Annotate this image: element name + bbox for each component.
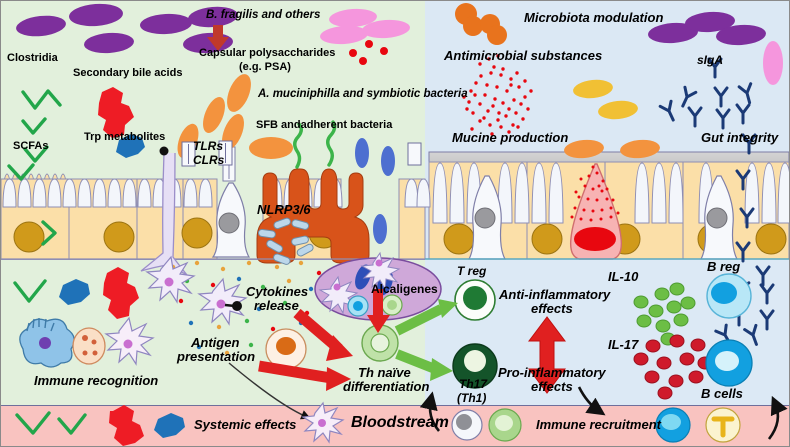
lp-metabolites — [13, 267, 139, 319]
paneth-cell — [569, 163, 623, 260]
scfa-molecules — [7, 89, 62, 246]
label-b-reg: B reg — [707, 259, 741, 274]
black-arrow-recruitment-left — [419, 391, 441, 432]
label-bloodstream: Bloodstream — [351, 414, 449, 431]
sfb-bacteria — [293, 120, 337, 169]
black-arrow-recruitment-right — [767, 395, 788, 440]
label-clostridia: Clostridia — [7, 52, 58, 64]
label-th17-1: Th17 — [459, 377, 488, 391]
th17-cell — [452, 343, 498, 389]
label-il17: IL-17 — [608, 337, 639, 352]
red-arrow-alcaligenes — [367, 289, 390, 333]
label-tlrs: TLRs — [193, 139, 223, 153]
double-headed-arrow-icon — [528, 316, 566, 394]
luminal-bacteria-right — [564, 79, 660, 159]
tlr-receptor-icon — [181, 141, 196, 167]
label-b-fragilis: B. fragilis and others — [206, 9, 321, 21]
bloodstream-contents — [15, 401, 741, 446]
dendritic-cell-lp-1 — [145, 255, 196, 304]
clr-receptor-icon — [218, 140, 233, 166]
microvilli-right — [432, 162, 789, 224]
green-arrow-th17 — [395, 349, 453, 381]
thin-arrow-systemic — [228, 362, 311, 420]
dendritic-cell-lp-3 — [104, 316, 155, 366]
label-anti-inflammatory-1: Anti-inflammatory — [499, 287, 611, 302]
label-th-naive-1: Th naïve — [358, 365, 411, 380]
label-antigen-presentation-2: presentation — [177, 349, 256, 364]
paneth-granule-cloud — [570, 165, 620, 222]
label-scfas: SCFAs — [13, 140, 49, 152]
granulocyte-cell — [72, 327, 106, 365]
psa-molecules — [349, 40, 388, 65]
trp-metabolite-molecules — [116, 134, 145, 158]
label-clrs: CLRs — [193, 153, 225, 167]
clostridia-bacteria — [16, 3, 238, 54]
label-trp-metabolites: Trp metabolites — [84, 131, 166, 143]
secondary-bile-acid-molecules — [98, 87, 134, 138]
adherent-bacteria — [355, 138, 395, 244]
red-arrow-cytokines — [293, 308, 353, 361]
label-nlrp: NLRP3/6 — [257, 202, 311, 217]
receptor-icon-right — [407, 142, 422, 166]
label-capsular-polysaccharides: Capsular polysaccharides — [199, 47, 336, 59]
label-b-cells: B cells — [701, 386, 743, 401]
goblet-cell-right-1 — [467, 175, 507, 260]
antimicrobial-substance-cloud — [462, 54, 533, 136]
b-fragilis-bacteria — [320, 8, 410, 45]
label-th17-2: (Th1) — [457, 391, 487, 405]
nlrp-inflammasome-rods — [257, 217, 314, 265]
red-arrow-antigen-presentation — [258, 360, 351, 391]
t-reg-cell — [454, 279, 496, 321]
pink-bacteria-right — [763, 41, 783, 85]
label-gut-integrity: Gut integrity — [701, 130, 779, 145]
orange-cocci-bacteria — [455, 3, 507, 45]
label-systemic-effects: Systemic effects — [194, 417, 297, 432]
b-reg-cell — [706, 273, 752, 319]
label-cytokines-release-2: release — [254, 298, 299, 313]
green-arrow-treg — [394, 299, 458, 336]
b-cell — [705, 339, 753, 387]
label-immune-recruitment: Immune recruitment — [536, 417, 661, 432]
label-immune-recognition: Immune recognition — [34, 373, 159, 388]
dendritic-cell-lp-2 — [197, 277, 248, 326]
macrophage-cell — [19, 318, 75, 368]
label-mucine-production: Mucine production — [452, 130, 569, 145]
label-alcaligenes: Alcaligenes — [371, 282, 438, 296]
black-arrow-immune-recruitment — [577, 386, 606, 416]
label-pro-inflammatory-2: effects — [531, 379, 573, 394]
label-anti-inflammatory-2: effects — [531, 301, 573, 316]
label-sfb: SFB andadherent bacteria — [256, 119, 393, 131]
il17-cytokine-dots — [633, 334, 713, 400]
label-cytokines-release-1: Cytokines — [246, 284, 309, 299]
label-sIgA: sIgA — [697, 53, 724, 67]
label-microbiota-modulation: Microbiota modulation — [524, 10, 664, 25]
m-cell — [256, 168, 370, 264]
label-t-reg: T reg — [457, 264, 487, 278]
label-psa-example: (e.g. PSA) — [239, 61, 291, 73]
label-a-muciniphilla: A. muciniphilla and symbiotic bacteria — [258, 88, 468, 100]
label-antigen-presentation-1: Antigen — [191, 335, 240, 350]
th-naive-cell — [361, 324, 399, 362]
label-pro-inflammatory-1: Pro-inflammatory — [498, 365, 606, 380]
label-secondary-bile-acids: Secondary bile acids — [73, 67, 183, 79]
red-arrow-icon-bfragilis — [207, 25, 229, 51]
label-antimicrobial-substances: Antimicrobial substances — [444, 48, 603, 63]
label-il10: IL-10 — [608, 269, 639, 284]
microbiota-modulation-bacteria — [648, 11, 766, 46]
label-th-naive-2: differentiation — [343, 379, 430, 394]
